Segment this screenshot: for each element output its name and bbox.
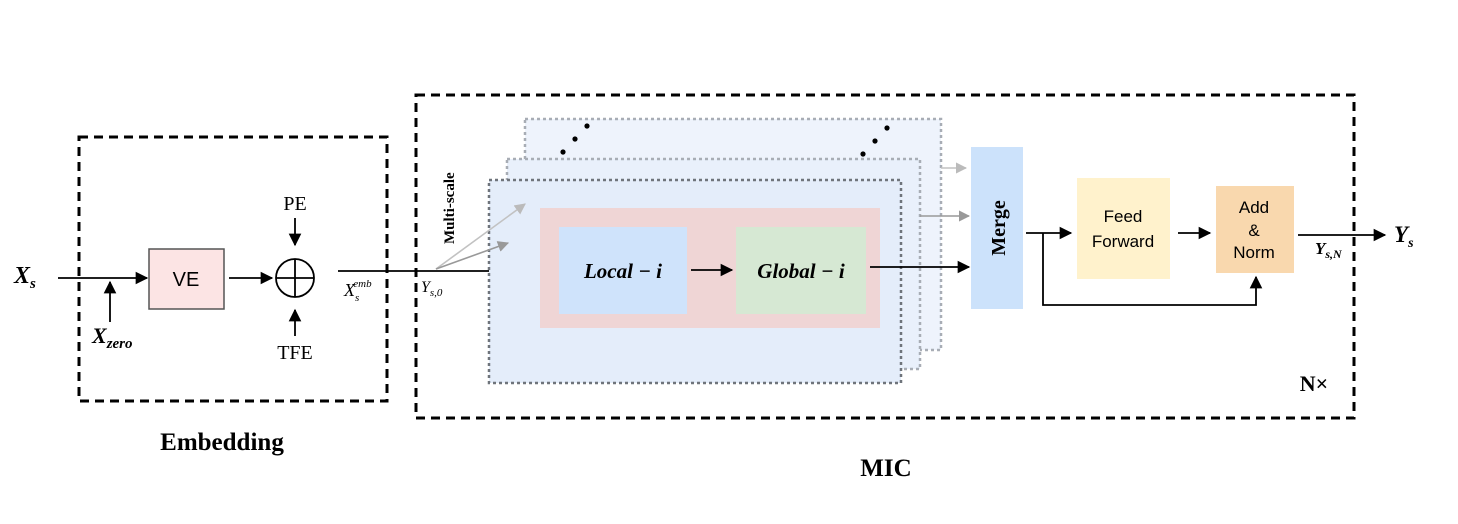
ellipsis-left-icon bbox=[560, 123, 590, 155]
global-label: Global − i bbox=[757, 259, 845, 283]
residual-connection bbox=[1042, 233, 1263, 306]
sum-icon bbox=[275, 258, 315, 298]
repeat-label: N× bbox=[1300, 371, 1328, 396]
ve-label: VE bbox=[173, 269, 200, 291]
merge-box bbox=[971, 147, 1023, 309]
ve-box bbox=[148, 248, 225, 310]
add-norm-label-line1: Add bbox=[1239, 198, 1269, 217]
output-ys-label: Ys bbox=[1394, 222, 1414, 251]
feed-forward-label-line1: Feed bbox=[1104, 207, 1143, 226]
ellipsis-right-icon bbox=[860, 125, 890, 157]
global-box bbox=[736, 227, 866, 314]
pe-label: PE bbox=[283, 193, 306, 215]
input-xs-label: Xs bbox=[13, 263, 36, 292]
embedding-dashed-box bbox=[77, 135, 389, 403]
branch-arrow-mid bbox=[435, 241, 510, 270]
mic-dashed-box bbox=[414, 93, 1356, 420]
ys0-label: Ys,0 bbox=[421, 279, 443, 299]
feed-forward-box bbox=[1077, 178, 1170, 279]
add-norm-label-line2: & bbox=[1248, 221, 1260, 240]
local-box bbox=[559, 227, 687, 314]
xzero-label: Xzero bbox=[91, 323, 133, 352]
xs-emb-label: Xsemb bbox=[343, 278, 372, 304]
embedding-title: Embedding bbox=[160, 429, 284, 456]
branch-arrow-top bbox=[435, 203, 526, 270]
feed-forward-label-line2: Forward bbox=[1092, 232, 1154, 251]
add-norm-box bbox=[1216, 186, 1294, 273]
merge-label: Merge bbox=[988, 200, 1010, 256]
ysn-label: Ys,N bbox=[1315, 239, 1343, 261]
add-norm-label-line3: Norm bbox=[1233, 243, 1275, 262]
multiscale-label: Multi-scale bbox=[442, 172, 458, 244]
mic-title: MIC bbox=[860, 455, 911, 482]
tfe-label: TFE bbox=[277, 342, 313, 364]
local-label: Local − i bbox=[583, 259, 662, 283]
